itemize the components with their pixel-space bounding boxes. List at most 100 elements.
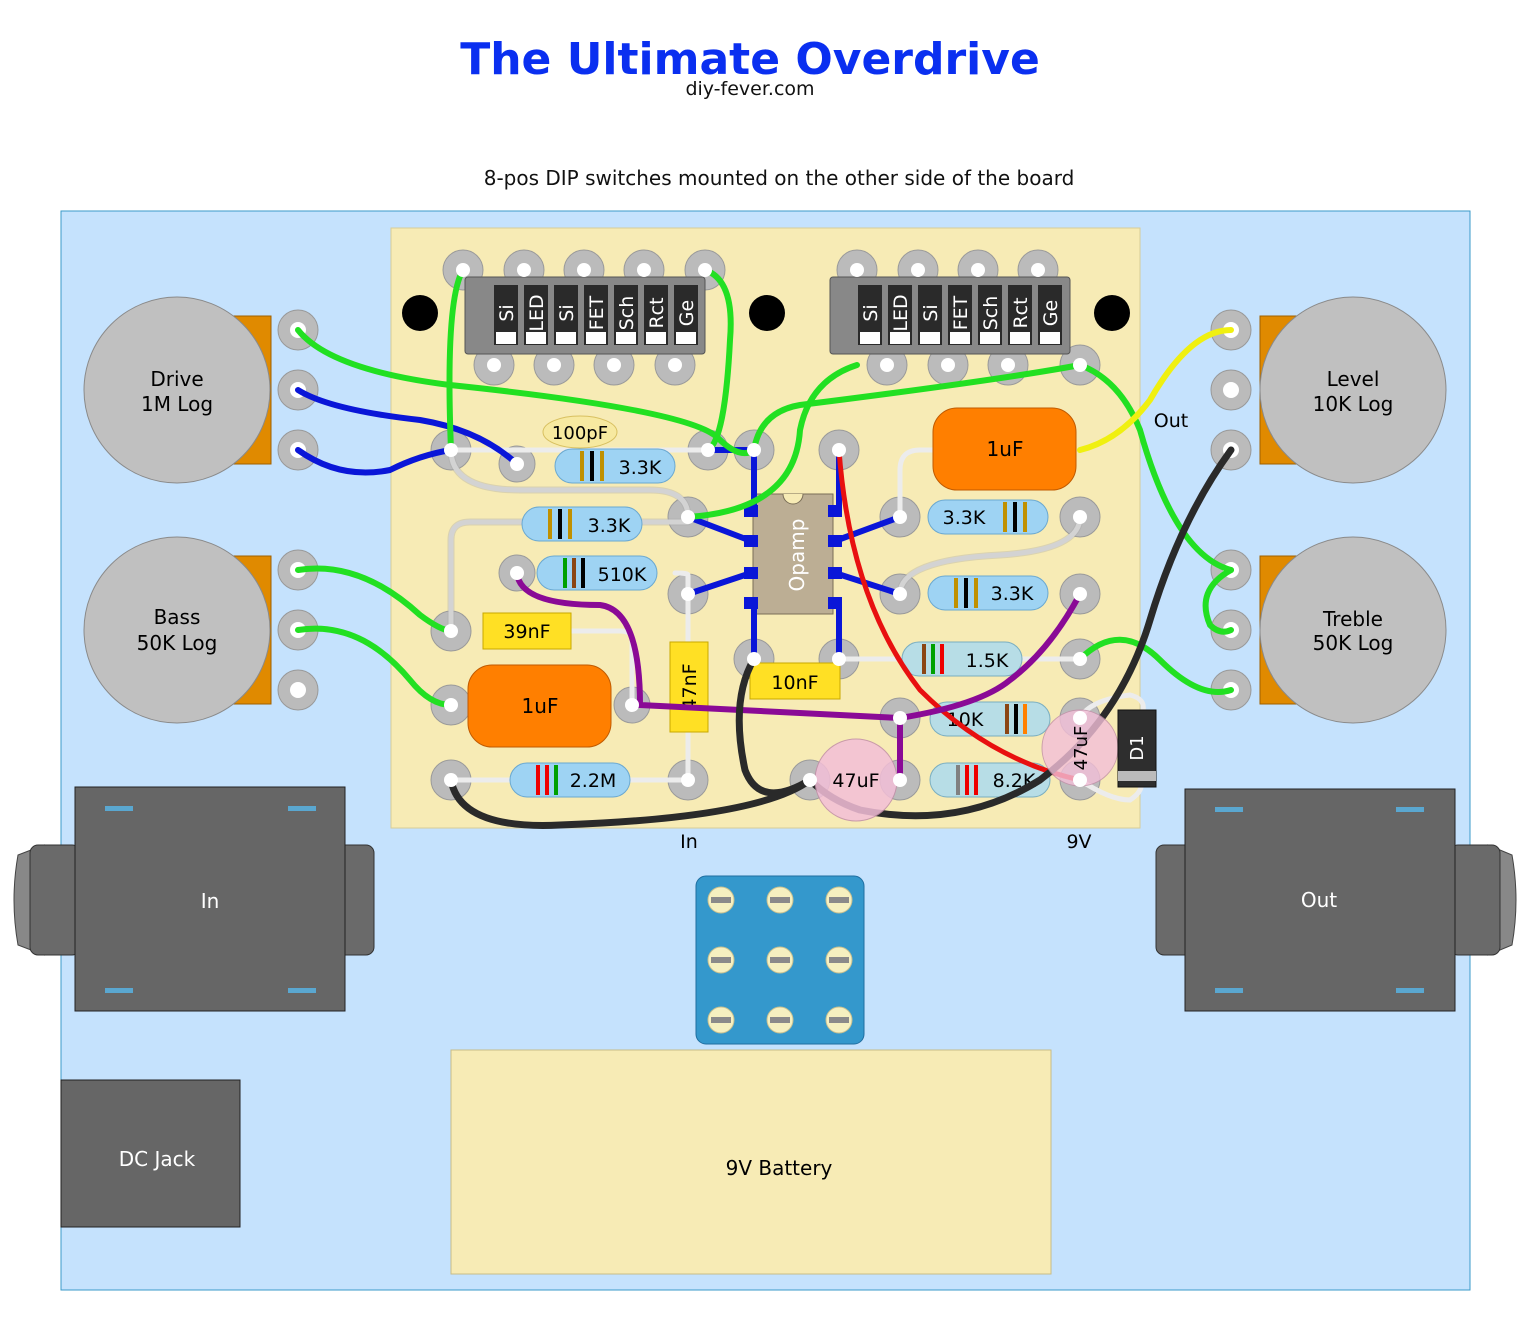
r15-label: 1.5K xyxy=(966,650,1009,672)
pot-level[interactable]: Level 10K Log xyxy=(1210,296,1447,484)
pad-hole xyxy=(1001,358,1015,372)
pad-hole xyxy=(1031,263,1045,277)
pad-hole xyxy=(444,443,458,457)
pot-drive-name: Drive xyxy=(150,367,203,391)
label-in: In xyxy=(680,831,698,853)
opamp-ic: Opamp xyxy=(744,493,842,615)
pad-hole xyxy=(625,698,639,712)
pad-hole xyxy=(456,263,470,277)
dip-label: Sch xyxy=(980,296,1002,331)
cap-47nf: 47nF xyxy=(669,641,709,733)
mounting-hole xyxy=(402,295,438,331)
red-wire xyxy=(836,447,1083,783)
diode-d1: D1 xyxy=(1117,709,1157,788)
pad-centers xyxy=(444,263,1087,787)
pot-level-value: 10K Log xyxy=(1313,392,1394,416)
r22m-label: 2.2M xyxy=(570,770,617,792)
pad-hole xyxy=(487,358,501,372)
pad-hole xyxy=(510,457,524,471)
input-jack-label: In xyxy=(201,889,220,913)
output-jack[interactable]: Out xyxy=(1155,788,1517,1012)
c47nf-label: 47nF xyxy=(679,663,701,710)
dip-label: FET xyxy=(950,295,972,330)
dip-label: Rct xyxy=(1010,297,1032,328)
dip-knob xyxy=(920,332,940,344)
pad-hole xyxy=(1073,510,1087,524)
dip-label: Ge xyxy=(1040,300,1062,326)
resistor-r510: 510K xyxy=(536,555,658,591)
cap-100pf: 100pF xyxy=(542,415,618,449)
pot-drive-value: 1M Log xyxy=(141,392,213,416)
resistor-r22m: 2.2M xyxy=(509,762,631,798)
pot-treble-name: Treble xyxy=(1322,607,1383,631)
pad-hole xyxy=(971,263,985,277)
yellow-wire xyxy=(1077,327,1234,453)
cap-47uf-a: 47uF xyxy=(814,738,898,822)
purple-wires xyxy=(514,570,1083,783)
pot-bass[interactable]: Bass 50K Log xyxy=(83,536,319,724)
pad-hole xyxy=(510,566,524,580)
pad-hole xyxy=(1073,587,1087,601)
dip-knob xyxy=(526,332,546,344)
pad-hole xyxy=(1073,773,1087,787)
pad-hole xyxy=(698,263,712,277)
pot-treble-value: 50K Log xyxy=(1313,631,1394,655)
r1-label: 3.3K xyxy=(619,457,662,479)
pad-hole xyxy=(893,711,907,725)
dc-jack[interactable]: DC Jack xyxy=(60,1079,241,1228)
dip-knob xyxy=(496,332,516,344)
pad-hole xyxy=(444,773,458,787)
dip-knob xyxy=(556,332,576,344)
c1uf-right-label: 1uF xyxy=(987,437,1024,461)
pad-hole xyxy=(547,358,561,372)
dip-note: 8-pos DIP switches mounted on the other … xyxy=(483,166,1075,190)
label-out: Out xyxy=(1154,410,1188,432)
resistor-r1: 3.3K xyxy=(554,448,676,484)
resistor-r2: 3.3K xyxy=(521,506,643,542)
pad-hole xyxy=(681,773,695,787)
resistor-r4: 3.3K xyxy=(927,575,1049,611)
pad-hole xyxy=(832,652,846,666)
dc-jack-label: DC Jack xyxy=(119,1147,196,1171)
cap-39nf: 39nF xyxy=(482,612,572,650)
footswitch-lug-slot xyxy=(711,1017,731,1023)
r3-label: 3.3K xyxy=(943,507,986,529)
footswitch-lug-slot xyxy=(711,957,731,963)
dip-label: Rct xyxy=(646,297,668,328)
dip-label: LED xyxy=(890,294,912,331)
dip-label: Si xyxy=(860,304,882,321)
c47uf-b-label: 47uF xyxy=(1071,726,1092,771)
dip-knob xyxy=(1010,332,1030,344)
dip-knob xyxy=(646,332,666,344)
input-jack[interactable]: In xyxy=(13,786,375,1012)
pad-hole xyxy=(681,510,695,524)
pad-hole xyxy=(893,773,907,787)
pot-drive[interactable]: Drive 1M Log xyxy=(83,296,319,484)
pad-hole xyxy=(444,698,458,712)
dip-label: Si xyxy=(496,304,518,321)
cap-10nf: 10nF xyxy=(749,662,841,700)
pad-hole xyxy=(941,358,955,372)
output-jack-label: Out xyxy=(1301,888,1337,912)
label-9v: 9V xyxy=(1066,831,1091,853)
footswitch-lug-slot xyxy=(829,957,849,963)
c1uf-left-label: 1uF xyxy=(522,694,559,718)
dip-knob xyxy=(980,332,1000,344)
pot-treble[interactable]: Treble 50K Log xyxy=(1210,536,1447,724)
dip-knob xyxy=(676,332,696,344)
jumper-wires-outline xyxy=(447,446,1084,635)
footswitch-lug-slot xyxy=(711,897,731,903)
pad-hole xyxy=(832,443,846,457)
pot-level-name: Level xyxy=(1327,367,1380,391)
pad-hole xyxy=(911,263,925,277)
pad-hole xyxy=(681,587,695,601)
pad-hole xyxy=(668,358,682,372)
c100pf-label: 100pF xyxy=(552,423,608,444)
footswitch-lugs xyxy=(707,886,853,1034)
pad-hole xyxy=(1073,652,1087,666)
opamp-label: Opamp xyxy=(785,519,809,592)
dip-label: FET xyxy=(586,295,608,330)
pad-hole xyxy=(637,263,651,277)
